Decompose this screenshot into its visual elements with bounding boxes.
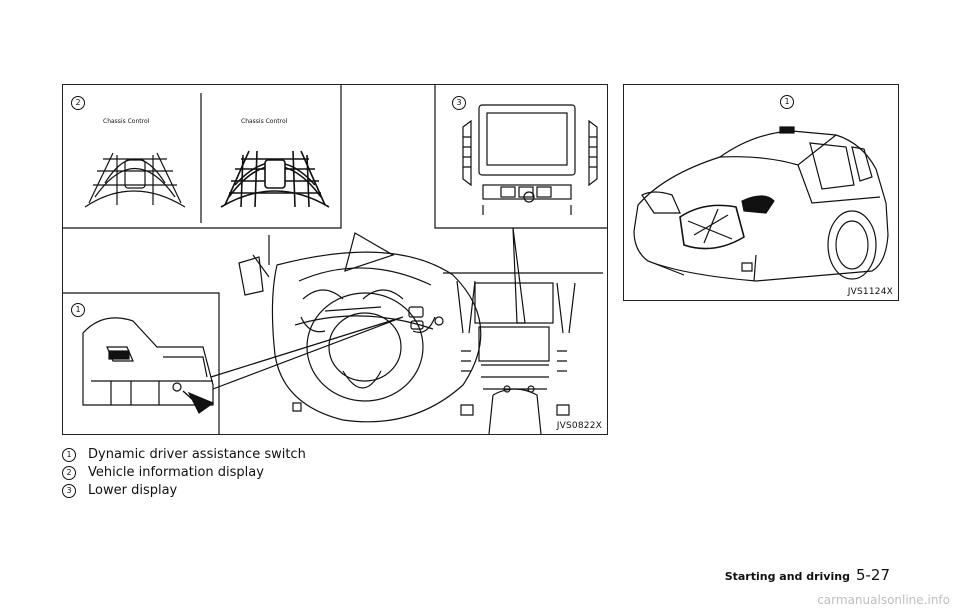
legend-text: Dynamic driver assistance switch <box>88 446 306 464</box>
dashboard <box>239 235 603 434</box>
callout-legend: 1 Dynamic driver assistance switch 2 Veh… <box>62 446 306 500</box>
page-footer: Starting and driving 5-27 <box>725 566 890 584</box>
figure-car: 1 JVS1124X <box>623 84 899 301</box>
legend-item: 2 Vehicle information display <box>62 464 306 482</box>
steering-switch-panel <box>83 318 213 413</box>
display-radar-left <box>85 153 185 207</box>
legend-text: Vehicle information display <box>88 464 264 482</box>
lower-display-unit <box>463 105 597 215</box>
figure-cockpit: 2 3 1 Chassis Control Chassis Control JV… <box>62 84 608 435</box>
legend-text: Lower display <box>88 482 177 500</box>
watermark: carmanualsonline.info <box>817 593 950 607</box>
figure-code: JVS0822X <box>557 421 602 431</box>
car-illustration <box>624 85 898 300</box>
display-label-left: Chassis Control <box>103 118 149 125</box>
legend-number: 3 <box>62 484 76 498</box>
legend-number: 1 <box>62 448 76 462</box>
section-title: Starting and driving <box>725 570 850 583</box>
figure-code: JVS1124X <box>848 287 893 297</box>
callout-1: 1 <box>71 303 85 317</box>
callout-3: 3 <box>452 96 466 110</box>
display-label-right: Chassis Control <box>241 118 287 125</box>
callout-2: 2 <box>71 96 85 110</box>
display-radar-right <box>221 151 329 207</box>
legend-item: 3 Lower display <box>62 482 306 500</box>
callout-1-car: 1 <box>780 95 794 109</box>
cockpit-illustration <box>63 85 607 434</box>
page-number: 5-27 <box>856 566 890 584</box>
legend-number: 2 <box>62 466 76 480</box>
legend-item: 1 Dynamic driver assistance switch <box>62 446 306 464</box>
